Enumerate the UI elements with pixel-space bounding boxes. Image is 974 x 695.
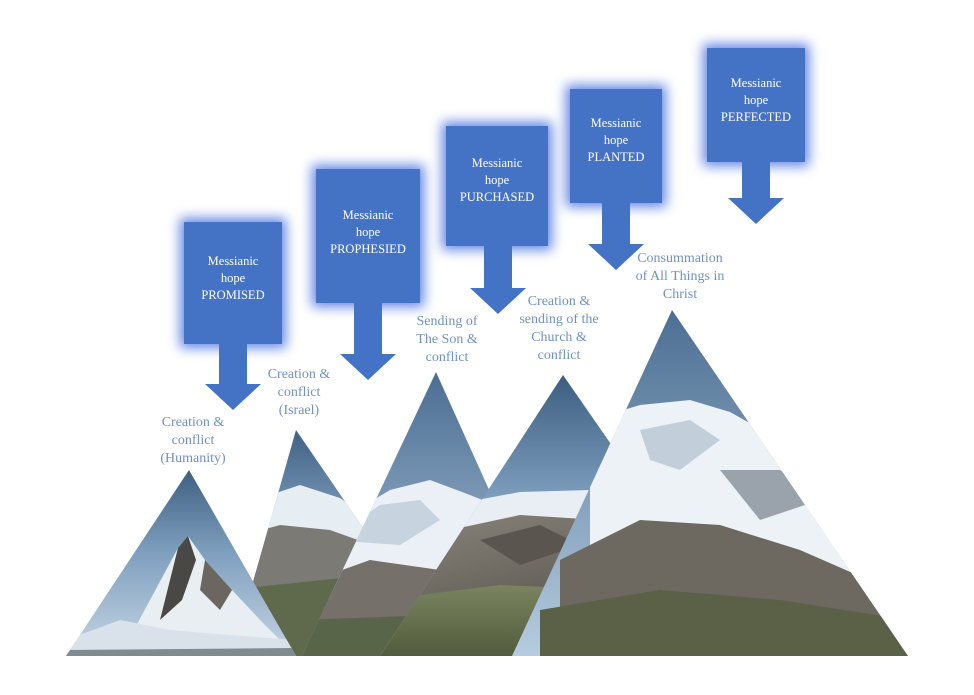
mountain-label-son: Sending of The Son & conflict: [416, 314, 478, 365]
hope-box-promised: Messianic hope PROMISED: [201, 253, 265, 302]
hope-box-1-shape: [184, 222, 282, 410]
hope-box-5-shape: [707, 48, 805, 224]
hope-box-perfected: Messianic hope PERFECTED: [720, 75, 792, 124]
mountain-label-consummation: Consummation of All Things in Christ: [635, 251, 725, 302]
hope-box-3-shape: [446, 126, 548, 314]
mountain-label-israel: Creation & conflict (Israel): [267, 367, 331, 418]
hope-box-planted: Messianic hope PLANTED: [587, 115, 645, 164]
hope-box-2-shape: [316, 169, 420, 380]
mountain-label-church: Creation & sending of the Church & confl…: [519, 294, 599, 363]
hope-box-prophesied: Messianic hope PROPHESIED: [330, 207, 406, 256]
hope-box-purchased: Messianic hope PURCHASED: [459, 155, 535, 204]
hope-box-4-shape: [570, 89, 662, 270]
mountain-label-humanity: Creation & conflict (Humanity): [160, 415, 226, 466]
